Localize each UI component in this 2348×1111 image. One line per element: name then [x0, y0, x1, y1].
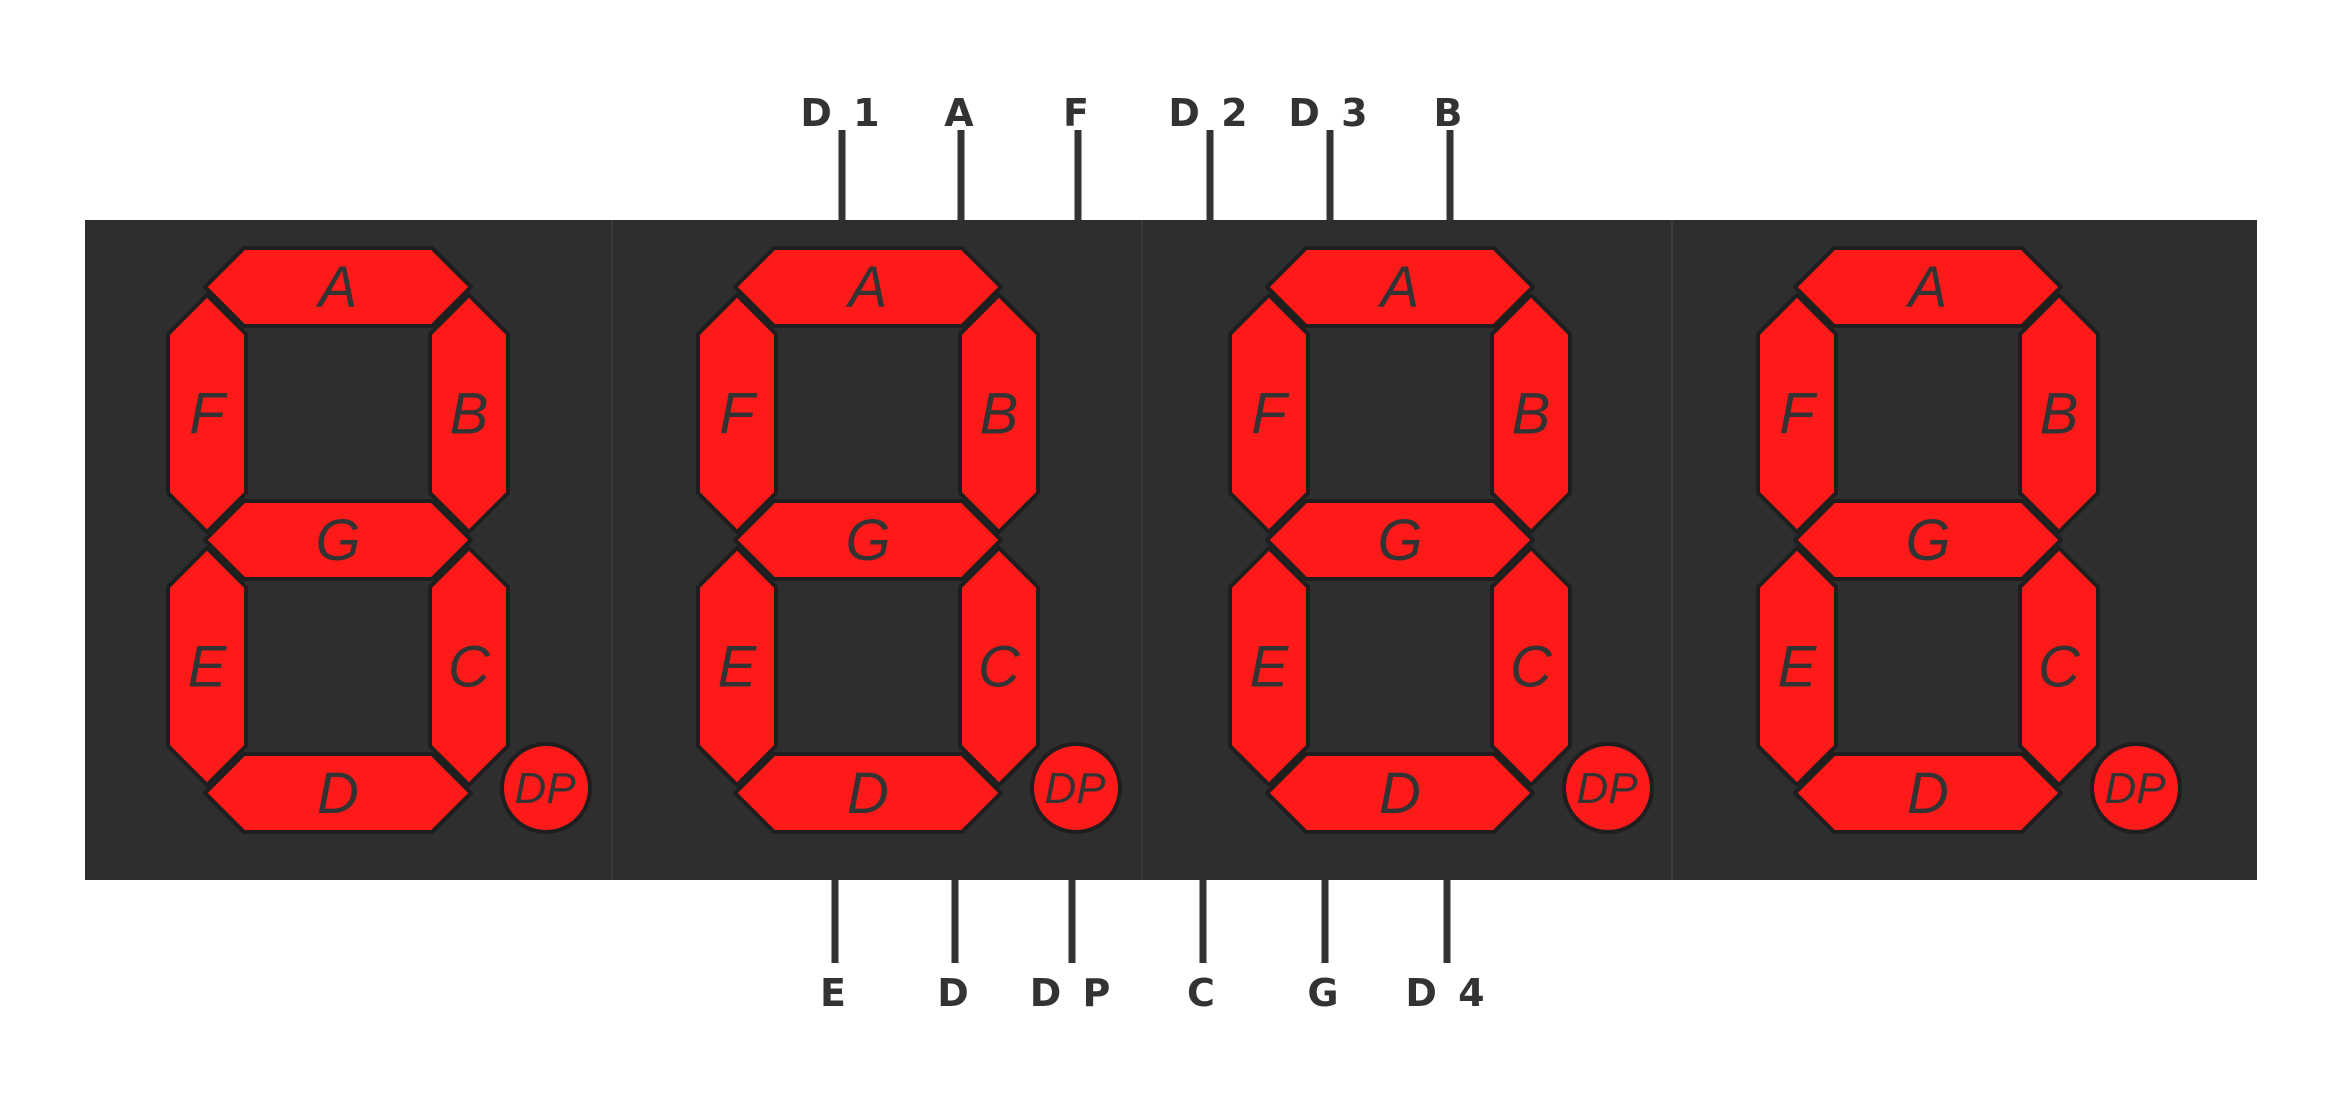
segment-label-dp: DP [1576, 764, 1638, 813]
segment-e [166, 546, 248, 787]
segment-e [1228, 546, 1310, 787]
segment-label-b: B [1512, 382, 1551, 447]
segment-label-a: A [1378, 255, 1420, 320]
segment-f [696, 293, 778, 534]
pin-label-d: D [937, 971, 973, 1015]
segment-label-f: F [1251, 382, 1290, 447]
digits: A B C D E F G DP A B C D E F G DP A B C D E F G DP A B C D E F G DP [166, 246, 2182, 834]
segment-label-d: D [847, 761, 889, 826]
segment-label-dp: DP [1044, 764, 1106, 813]
segment-label-c: C [2038, 635, 2081, 700]
segment-label-c: C [978, 635, 1021, 700]
segment-b [428, 293, 510, 534]
pin-label-d1: D 1 [800, 91, 883, 135]
pin-label-a: A [944, 91, 977, 135]
segment-label-g: G [1905, 508, 1950, 573]
segment-g [733, 499, 1003, 581]
segment-g [1793, 499, 2063, 581]
pin-label-d2: D 2 [1168, 91, 1251, 135]
segment-label-dp: DP [2104, 764, 2166, 813]
pin-label-e: E [820, 971, 850, 1015]
segment-a [733, 246, 1003, 328]
segment-label-c: C [1510, 635, 1553, 700]
segment-f [1756, 293, 1838, 534]
digit-3: A B C D E F G DP [1228, 246, 1654, 834]
segment-b [2018, 293, 2100, 534]
segment-b [1490, 293, 1572, 534]
segment-label-a: A [316, 255, 358, 320]
segment-label-dp: DP [514, 764, 576, 813]
pin-label-b: B [1434, 91, 1467, 135]
segment-label-b: B [980, 382, 1019, 447]
segment-e [696, 546, 778, 787]
segment-dp [2090, 742, 2182, 834]
segment-label-e: E [718, 635, 758, 700]
digit-2: A B C D E F G DP [696, 246, 1122, 834]
pin-label-g: G [1307, 971, 1342, 1015]
pin-label-c: C [1187, 971, 1219, 1015]
segment-a [1793, 246, 2063, 328]
segment-a [203, 246, 473, 328]
segment-label-g: G [845, 508, 890, 573]
pin-label-d4: D 4 [1405, 971, 1488, 1015]
segment-d [203, 752, 473, 834]
segment-f [1228, 293, 1310, 534]
segment-d [1793, 752, 2063, 834]
segment-b [958, 293, 1040, 534]
segment-label-f: F [719, 382, 758, 447]
segment-c [1490, 546, 1572, 787]
segment-label-b: B [450, 382, 489, 447]
segment-label-d: D [1907, 761, 1949, 826]
segment-label-c: C [448, 635, 491, 700]
segment-e [1756, 546, 1838, 787]
segment-label-d: D [317, 761, 359, 826]
segment-dp [500, 742, 592, 834]
segment-g [203, 499, 473, 581]
segment-label-e: E [1778, 635, 1818, 700]
digit-1: A B C D E F G DP [166, 246, 592, 834]
digit-4: A B C D E F G DP [1756, 246, 2182, 834]
segment-c [2018, 546, 2100, 787]
segment-dp [1562, 742, 1654, 834]
segment-a [1265, 246, 1535, 328]
segment-d [733, 752, 1003, 834]
segment-c [958, 546, 1040, 787]
segment-dp [1030, 742, 1122, 834]
pin-label-dp: D P [1030, 971, 1115, 1015]
segment-f [166, 293, 248, 534]
segment-label-g: G [1377, 508, 1422, 573]
segment-label-e: E [188, 635, 228, 700]
segment-label-f: F [189, 382, 228, 447]
segment-g [1265, 499, 1535, 581]
segment-c [428, 546, 510, 787]
pin-label-d3: D 3 [1288, 91, 1371, 135]
segment-label-d: D [1379, 761, 1421, 826]
segment-label-g: G [315, 508, 360, 573]
segment-label-e: E [1250, 635, 1290, 700]
segment-label-a: A [846, 255, 888, 320]
segment-label-a: A [1906, 255, 1948, 320]
segment-label-f: F [1779, 382, 1818, 447]
pins: D 1 A F D 2 D 3 B E D D P C G D 4 [800, 91, 1488, 1015]
segment-label-b: B [2040, 382, 2079, 447]
segment-d [1265, 752, 1535, 834]
pin-label-f: F [1063, 91, 1093, 135]
